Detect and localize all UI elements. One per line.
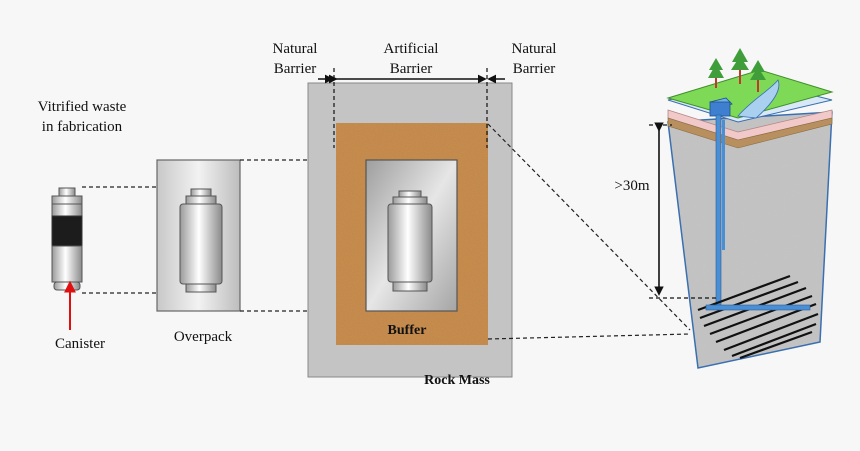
natural-barrier-left-label-line1: Natural: [273, 41, 318, 57]
tree-icon: [731, 48, 749, 84]
tree-icon: [750, 60, 766, 92]
repository-block-icon: [666, 48, 834, 369]
vitrified-waste-label-line2: in fabrication: [42, 119, 123, 135]
rock-mass-label: Rock Mass: [424, 373, 490, 388]
buffer-label: Buffer: [388, 323, 427, 338]
natural-barrier-left-label-line2: Barrier: [274, 61, 316, 77]
overpack-in-buffer: [365, 159, 458, 312]
depth-label: >30m: [614, 178, 649, 194]
artificial-barrier-label-line1: Artificial: [384, 41, 439, 57]
canister-icon: [51, 187, 83, 291]
overpack-label: Overpack: [174, 329, 233, 345]
connector-line: [487, 333, 691, 340]
natural-barrier-right-label-line1: Natural: [512, 41, 557, 57]
artificial-barrier-label-line2: Barrier: [390, 61, 432, 77]
natural-barrier-right-label-line2: Barrier: [513, 61, 555, 77]
tree-icon: [708, 58, 724, 88]
canister-label: Canister: [55, 336, 105, 352]
vitrified-waste-label-line1: Vitrified waste: [38, 99, 127, 115]
building-icon: [709, 97, 733, 117]
overpack-icon: [156, 159, 241, 312]
